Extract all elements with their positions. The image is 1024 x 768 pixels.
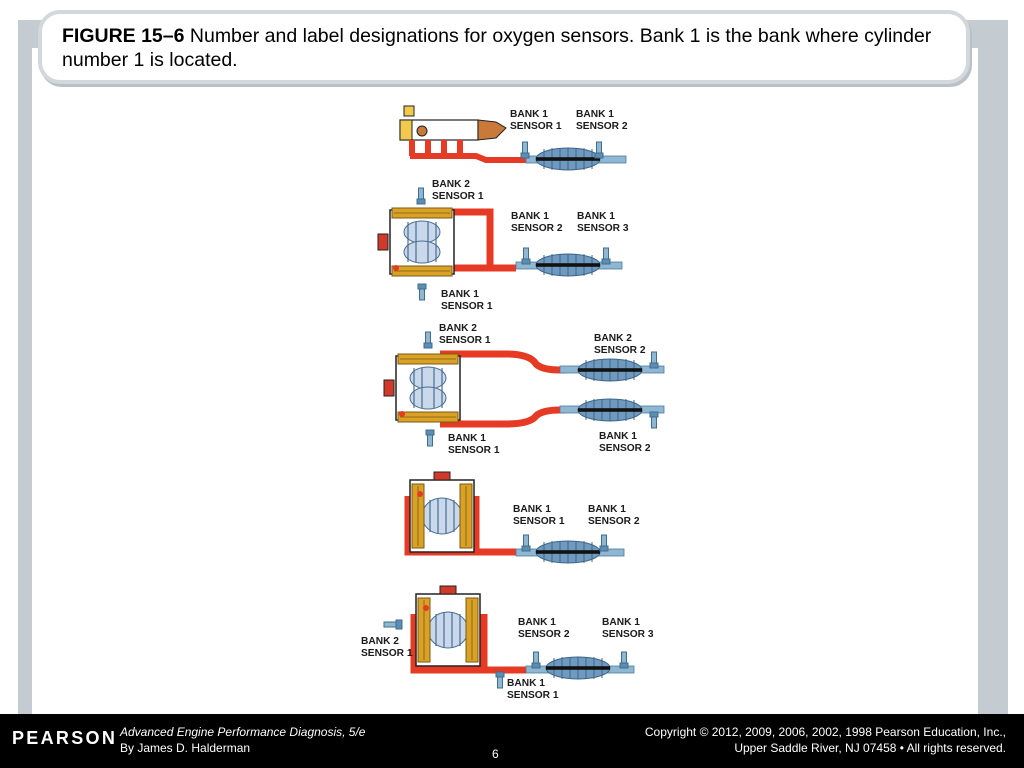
label-line2: SENSOR 2 [599, 443, 651, 454]
sensor-d3-bank2-sensor1 [423, 331, 433, 349]
label-line1: BANK 1 [602, 617, 640, 628]
engine-5 [415, 585, 481, 667]
label-line2: SENSOR 2 [518, 629, 570, 640]
label-d5-bank1-sensor3: BANK 1 SENSOR 3 [602, 617, 654, 641]
catalytic-converter-4 [535, 540, 601, 564]
label-line1: BANK 1 [510, 109, 548, 120]
figure-caption: FIGURE 15–6 Number and label designation… [62, 24, 942, 72]
label-line2: SENSOR 3 [577, 223, 629, 234]
label-d4-bank1-sensor2: BANK 1 SENSOR 2 [588, 504, 640, 528]
slide-footer: PEARSON Advanced Engine Performance Diag… [0, 714, 1024, 768]
label-d3-bank2-sensor2: BANK 2 SENSOR 2 [594, 333, 646, 357]
sensor-d4-bank1-sensor1 [521, 534, 531, 552]
label-line2: SENSOR 1 [513, 516, 565, 527]
sensor-d5-bank1-sensor3 [619, 651, 629, 669]
label-line2: SENSOR 1 [361, 648, 413, 659]
label-d5-bank2-sensor1: BANK 2 SENSOR 1 [361, 636, 413, 660]
sensor-d3-bank2-sensor2 [649, 351, 659, 369]
label-d3-bank1-sensor2: BANK 1 SENSOR 2 [599, 431, 651, 455]
figure-caption-box: FIGURE 15–6 Number and label designation… [38, 10, 970, 84]
label-line1: BANK 1 [588, 504, 626, 515]
label-d3-bank2-sensor1: BANK 2 SENSOR 1 [439, 323, 491, 347]
slide-frame-right [978, 40, 1008, 714]
sensor-d2-bank2-sensor1 [416, 187, 426, 205]
label-line2: SENSOR 1 [507, 690, 559, 701]
label-line1: BANK 1 [599, 431, 637, 442]
label-line2: SENSOR 1 [432, 191, 484, 202]
label-line1: BANK 1 [441, 289, 479, 300]
sensor-d5-bank1-sensor1 [495, 671, 505, 689]
oxygen-sensor-diagram: BANK 1 SENSOR 1 BANK 1 SENSOR 2 BANK 2 S… [356, 96, 666, 710]
label-d5-bank1-sensor1: BANK 1 SENSOR 1 [507, 678, 559, 702]
label-d2-bank1-sensor1: BANK 1 SENSOR 1 [441, 289, 493, 313]
label-line2: SENSOR 2 [594, 345, 646, 356]
exhaust-pipe-3-bank2 [440, 350, 566, 374]
catalytic-converter-1 [535, 147, 601, 171]
page-number: 6 [492, 747, 499, 761]
exhaust-pipe-3-bank1 [440, 406, 566, 428]
sensor-d5-bank2-sensor1 [383, 619, 403, 630]
catalytic-converter-3-lower [577, 398, 643, 422]
sensor-d1-bank1-sensor1 [520, 141, 530, 159]
sensor-d1-bank1-sensor2 [594, 141, 604, 159]
sensor-d2-bank1-sensor2 [521, 247, 531, 265]
label-line1: BANK 1 [577, 211, 615, 222]
label-line1: BANK 1 [511, 211, 549, 222]
sensor-d5-bank1-sensor2 [531, 651, 541, 669]
engine-2 [377, 207, 455, 277]
label-line1: BANK 2 [594, 333, 632, 344]
label-line2: SENSOR 1 [448, 445, 500, 456]
label-d1-bank1-sensor1: BANK 1 SENSOR 1 [510, 109, 562, 133]
label-line1: BANK 1 [513, 504, 551, 515]
label-line2: SENSOR 2 [576, 121, 628, 132]
label-line2: SENSOR 1 [441, 301, 493, 312]
diagram-artwork [377, 105, 665, 689]
label-line1: BANK 2 [439, 323, 477, 334]
slide-frame-left [18, 20, 32, 714]
label-d4-bank1-sensor1: BANK 1 SENSOR 1 [513, 504, 565, 528]
copyright-line-1: Copyright © 2012, 2009, 2006, 2002, 1998… [644, 725, 1006, 739]
figure-caption-text: Number and label designations for oxygen… [62, 25, 932, 71]
label-line2: SENSOR 1 [510, 121, 562, 132]
exhaust-pipe-5 [410, 614, 526, 674]
label-d2-bank2-sensor1: BANK 2 SENSOR 1 [432, 179, 484, 203]
label-line2: SENSOR 2 [511, 223, 563, 234]
engine-3 [383, 353, 461, 423]
label-line2: SENSOR 1 [439, 335, 491, 346]
exhaust-pipe-4 [404, 496, 516, 556]
label-d5-bank1-sensor2: BANK 1 SENSOR 2 [518, 617, 570, 641]
copyright-line-2: Upper Saddle River, NJ 07458 • All right… [734, 741, 1006, 755]
catalytic-converter-3-upper [577, 358, 643, 382]
label-line1: BANK 1 [448, 433, 486, 444]
label-d2-bank1-sensor2: BANK 1 SENSOR 2 [511, 211, 563, 235]
label-d2-bank1-sensor3: BANK 1 SENSOR 3 [577, 211, 629, 235]
label-d3-bank1-sensor1: BANK 1 SENSOR 1 [448, 433, 500, 457]
pearson-logo: PEARSON [12, 728, 118, 748]
catalytic-converter-5 [545, 656, 611, 680]
sensor-d2-bank1-sensor1 [417, 283, 427, 301]
sensor-d3-bank1-sensor1 [425, 429, 435, 447]
figure-number: FIGURE 15–6 [62, 25, 185, 47]
author-line: By James D. Halderman [120, 741, 251, 755]
engine-4 [409, 471, 475, 553]
book-title: Advanced Engine Performance Diagnosis, 5… [120, 725, 366, 739]
label-d1-bank1-sensor2: BANK 1 SENSOR 2 [576, 109, 628, 133]
label-line2: SENSOR 2 [588, 516, 640, 527]
catalytic-converter-2 [535, 253, 601, 277]
label-line1: BANK 2 [361, 636, 399, 647]
sensor-d3-bank1-sensor2 [649, 411, 659, 429]
sensor-d4-bank1-sensor2 [599, 534, 609, 552]
label-line1: BANK 1 [518, 617, 556, 628]
label-line1: BANK 2 [432, 179, 470, 190]
label-line1: BANK 1 [576, 109, 614, 120]
engine-1 [399, 105, 526, 163]
label-line2: SENSOR 3 [602, 629, 654, 640]
sensor-d2-bank1-sensor3 [601, 247, 611, 265]
label-line1: BANK 1 [507, 678, 545, 689]
